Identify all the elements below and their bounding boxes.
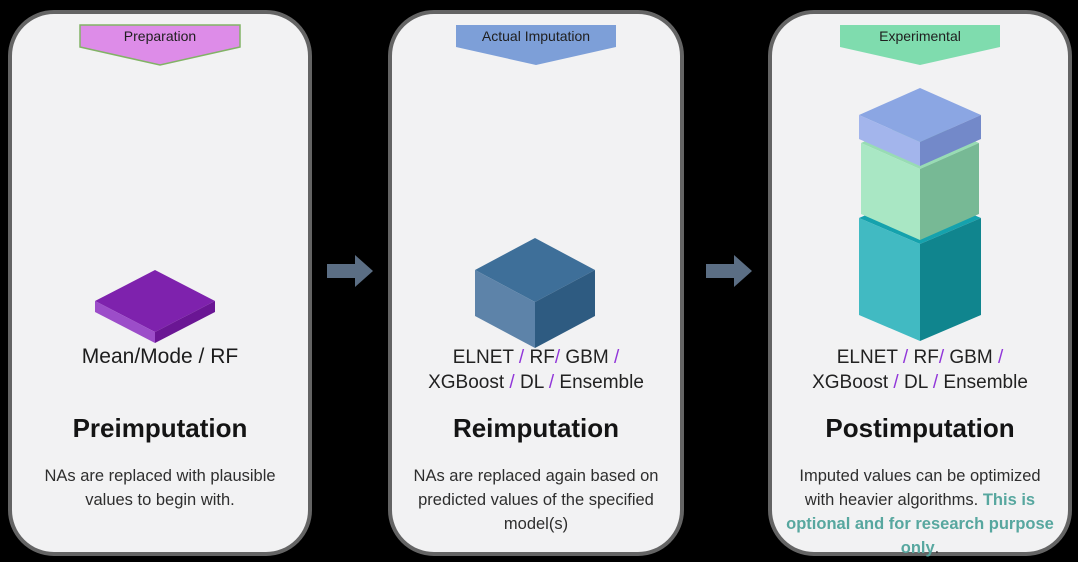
preimputation-title: Preimputation <box>72 413 248 443</box>
flow-arrow-right-icon <box>327 255 373 287</box>
banner-label: Actual Imputation <box>481 28 591 44</box>
postimputation-description: Imputed values can be optimized with hea… <box>786 467 1054 557</box>
teal-cube-right-face <box>920 218 981 341</box>
arrow-polygon <box>706 255 752 287</box>
banner-experimental: Experimental <box>839 24 1001 66</box>
purple-slab-top-face <box>95 270 215 332</box>
panel-reimputation: Actual Imputation ELNET / RF/ GBM / XGBo… <box>388 10 684 556</box>
model-list-line-2: XGBoost / DL / Ensemble <box>812 372 1028 393</box>
banner-pentagon-shape <box>840 25 1000 65</box>
blue-cube-right-face <box>535 270 595 348</box>
periwinkle-slab-top-face <box>859 88 981 142</box>
banner-actual-imputation: Actual Imputation <box>455 24 617 66</box>
banner-pentagon-polygon <box>80 25 240 65</box>
mint-cube-top-face <box>861 117 979 169</box>
periwinkle-slab-left-face <box>859 115 920 166</box>
postimputation-model-list: ELNET / RF/ GBM / XGBoost / DL / Ensembl… <box>772 345 1068 395</box>
postimputation-title: Postimputation <box>825 413 1015 443</box>
banner-pentagon-polygon <box>456 25 616 65</box>
arrow-polygon <box>327 255 373 287</box>
mint-cube-left-face <box>861 143 920 240</box>
purple-slab-right-face <box>155 301 215 343</box>
flow-arrow-right-icon <box>706 255 752 287</box>
teal-cube-left-face <box>859 218 920 341</box>
banner-pentagon-polygon <box>840 25 1000 65</box>
blue-cube-left-face <box>475 270 535 348</box>
mint-cube-right-face <box>920 143 979 240</box>
banner-pentagon-outline <box>79 24 241 66</box>
banner-pentagon-shape <box>456 25 616 65</box>
banner-pentagon-shape <box>79 24 241 66</box>
purple-slab-left-face <box>95 301 155 343</box>
reimputation-model-list: ELNET / RF/ GBM / XGBoost / DL / Ensembl… <box>392 345 680 395</box>
model-list-line-1: ELNET / RF/ GBM / <box>836 347 1004 368</box>
model-list-line-1: ELNET / RF/ GBM / <box>452 347 620 368</box>
panel-postimputation: Experimental ELNET / RF/ GBM / XGBoost /… <box>768 10 1072 557</box>
banner-preparation: Preparation <box>79 24 241 66</box>
panel-preimputation: Preparation Mean/Mode / RF Preimputation… <box>8 10 312 556</box>
research-only-highlight: This is optional and for research purpos… <box>786 491 1054 557</box>
blue-cube-top-face <box>475 238 595 302</box>
model-list-line-2: XGBoost / DL / Ensemble <box>428 372 644 393</box>
teal-cube-top-face <box>859 192 981 244</box>
banner-label: Preparation <box>123 28 197 44</box>
preimputation-methods-label: Mean/Mode / RF <box>81 345 239 368</box>
banner-label: Experimental <box>879 28 961 44</box>
reimputation-description: NAs are replaced again based on predicte… <box>413 467 659 533</box>
preimputation-description: NAs are replaced with plausible values t… <box>44 467 276 509</box>
reimputation-title: Reimputation <box>452 413 620 443</box>
periwinkle-slab-right-face <box>920 115 981 166</box>
